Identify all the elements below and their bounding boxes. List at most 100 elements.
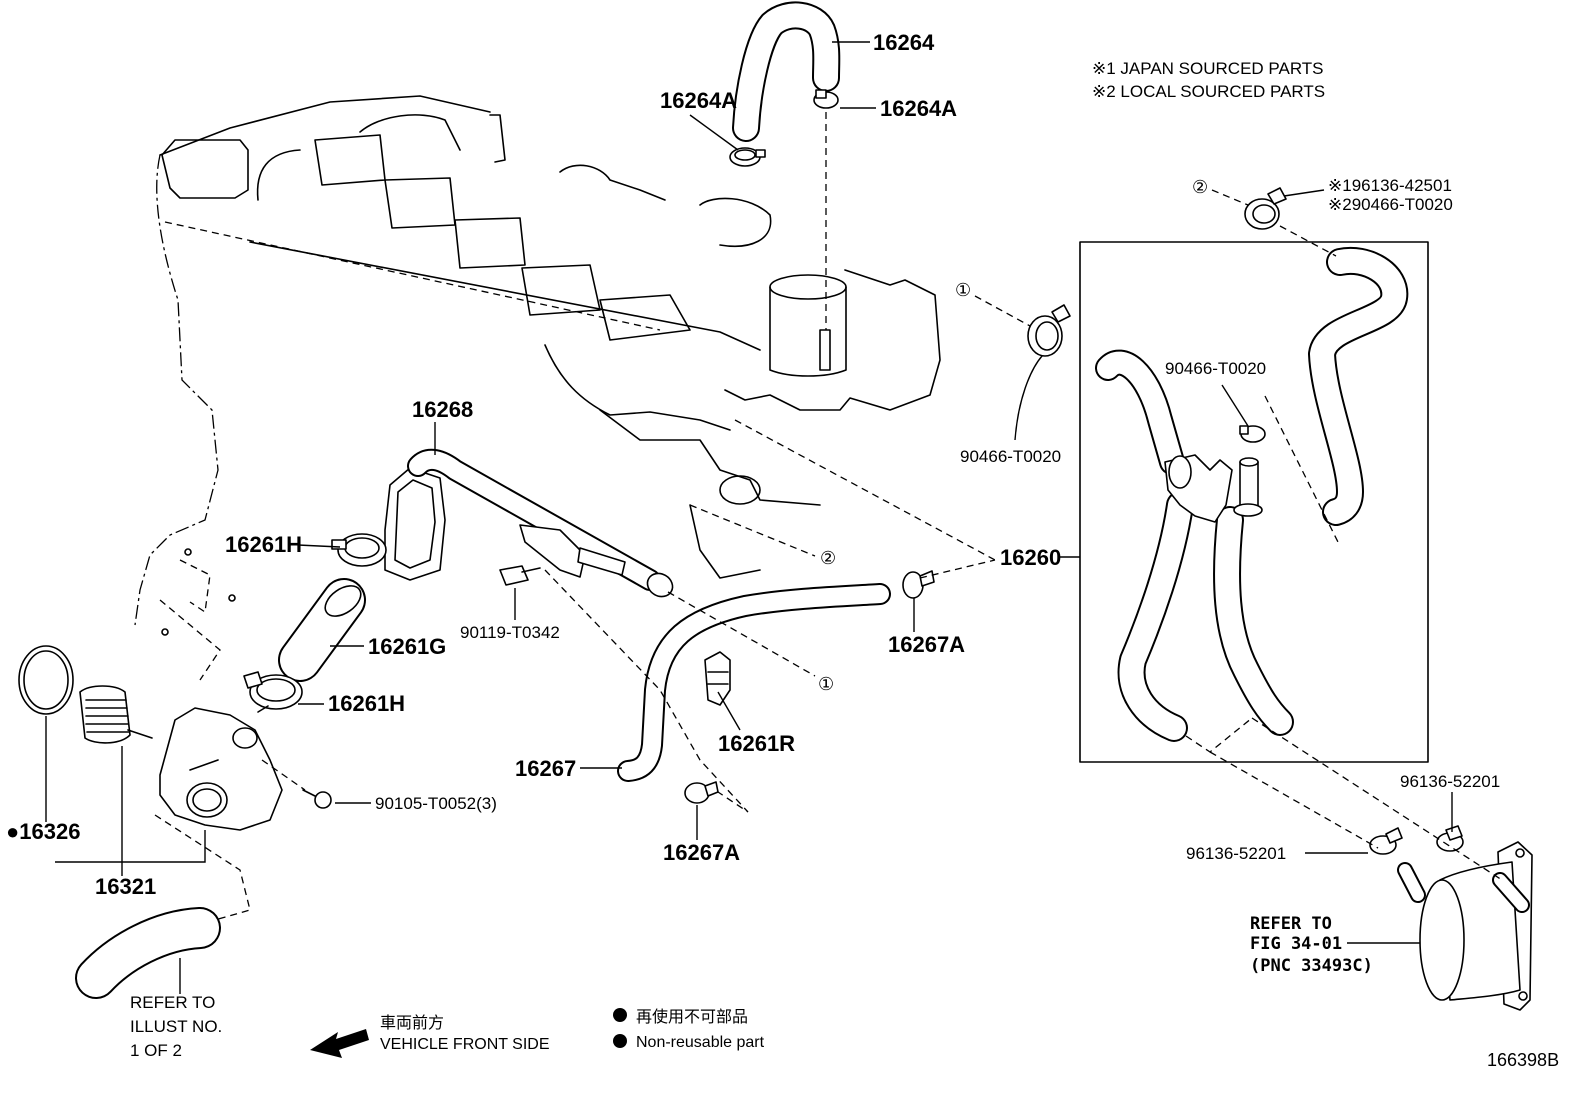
engine-curve-3 [699,197,772,247]
label-16260: 16260 [1000,545,1061,570]
label-90466-left: 90466-T0020 [960,447,1061,466]
guide-16260-lower [919,559,996,579]
refer-hose-line3: 1 OF 2 [130,1041,182,1060]
marker-1-top: ① [955,280,971,301]
legend-bullet-icon-jp [613,1008,627,1022]
hose-stub-collar [1233,503,1263,517]
gasket-outer [18,645,74,715]
legend-jp: 再使用不可部品 [636,1008,748,1026]
hose-t-collar [1168,455,1192,489]
refer-hose-line2: ILLUST NO. [130,1017,222,1036]
hose-assy-frame [1079,241,1429,763]
leader-16321 [55,746,206,876]
hose-body [96,928,200,978]
clamp-lip [257,705,269,713]
leader-16261h-upper [297,544,341,548]
hose-16261g [300,580,366,660]
clamp-tab [243,671,263,689]
bolt-90119 [499,565,541,586]
engine-lower-dashed [159,559,221,681]
marker-1-mid: ① [818,674,834,695]
clamp-ring-inner [1035,321,1059,351]
engine-cover-line-3 [544,344,731,431]
guide-bolt-90105 [261,759,306,791]
engine-right-housing [724,269,941,411]
clamp-96136-right [1436,825,1464,852]
oil-cooler-nipple-1 [1405,870,1418,895]
engine-bolt-hole-1 [184,548,192,556]
pipe-16268-bracket [384,467,446,581]
refer-oil-cooler-line3: (PNC 33493C) [1250,956,1373,976]
label-16264: 16264 [873,30,935,55]
vehicle-front-arrow-icon [310,1029,369,1058]
clip-ribs [707,671,729,685]
guide-to-clamp-right [1251,717,1503,881]
clamp-tab [755,149,766,158]
guide-box-clamp [1264,395,1339,543]
leader-90466-box [1221,384,1249,427]
marker-2-mid: ② [820,548,836,569]
oil-cooler-bolt-hole-top [1515,848,1525,858]
leader-90466-left [1014,355,1043,441]
thermostat-16321 [79,685,153,744]
clamp-tab [331,539,347,550]
engine-boss-4 [454,217,526,269]
note-local-sourced: ※2 LOCAL SOURCED PARTS [1092,82,1325,101]
pipe-16268 [384,460,674,598]
label-96136-lower: 96136-52201 [1186,844,1286,863]
engine-lower-line [599,409,821,506]
engine-boss-3 [384,177,456,229]
engine-filler-body [769,286,847,377]
label-16326: ●16326 [6,819,80,844]
clamp-16264a-left [729,147,766,167]
direction-en: VEHICLE FRONT SIDE [380,1036,550,1053]
label-16264a-left: 16264A [660,88,737,113]
bolt-90105 [302,789,332,809]
label-16267a-right: 16267A [888,632,965,657]
engine-lower-edge [689,504,761,579]
engine-boss-1 [161,139,249,199]
thermostat-body [79,685,131,744]
engine-bolt-hole-3 [161,628,169,636]
engine-pipe-stub [819,329,831,371]
label-90119: 90119-T0342 [460,623,560,642]
engine-tube-top [359,114,461,151]
label-16268: 16268 [412,397,473,422]
figure-number: 166398B [1487,1050,1559,1070]
guide-housing-hose [154,814,251,921]
guide-to-clamp-lower [1209,751,1379,849]
clamp-tab [1267,187,1287,205]
clamp-16267a-lower [684,781,719,804]
assembly-guides [154,189,1503,921]
engine-curve-1 [256,149,301,201]
clamp-16267a-right [902,570,935,599]
thermostat-pin [127,729,153,739]
guide-16267 [544,569,749,813]
clamp-ring-inner [1252,204,1276,224]
label-16261r: 16261R [718,731,795,756]
clamp-16261h-lower [243,671,303,713]
clamp-16261h-upper [331,533,387,567]
gasket-16326 [18,645,74,715]
bolt-head [499,565,529,586]
bolt-head [314,791,332,809]
engine-boss-6 [599,294,691,341]
engine-cover-line-1 [164,221,661,331]
clamp-tab [704,781,719,797]
hose-stub [1239,461,1259,507]
note-japan-sourced: ※1 JAPAN SOURCED PARTS [1092,59,1324,78]
leader-clamp-alt [1283,189,1325,197]
bolt-shaft [302,789,316,797]
label-16261h-lower: 16261H [328,691,405,716]
pipe-16268-end [646,572,674,598]
clamp-16264a-right [813,89,839,109]
clamp-tab [1239,425,1249,435]
hose-stub-end [1239,457,1259,467]
hose-16264 [746,15,826,128]
refer-hose-line1: REFER TO [130,993,215,1012]
guide-marker-1-mid [667,591,816,677]
refer-oil-cooler-line1: REFER TO [1250,914,1332,934]
hose-down-1-body [1132,505,1180,728]
hose-right-body [1322,261,1394,512]
